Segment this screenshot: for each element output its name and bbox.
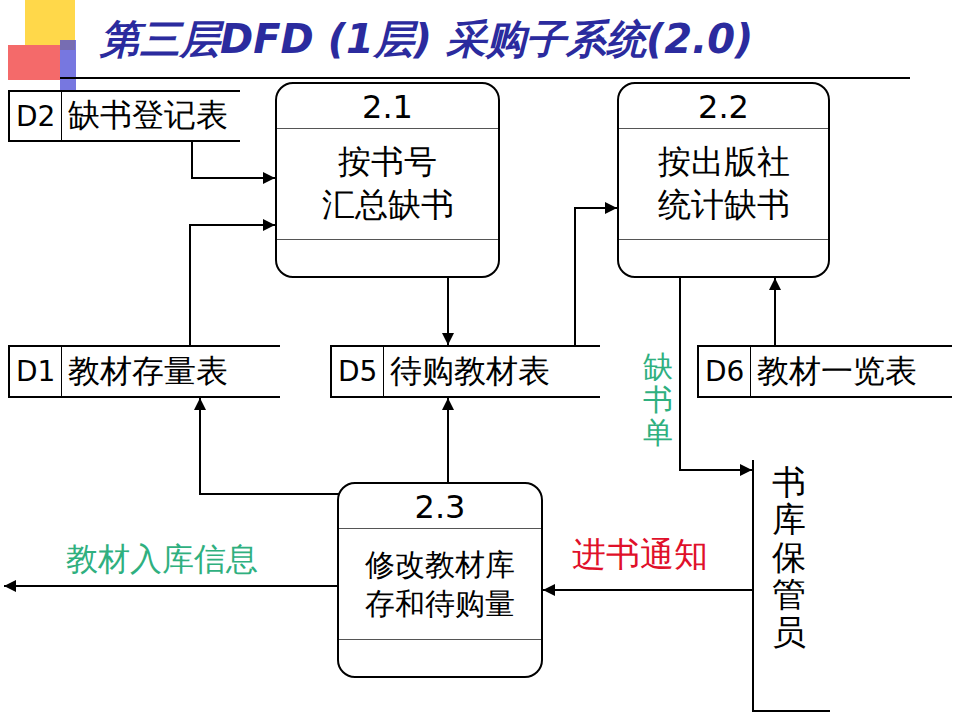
data-flow	[543, 589, 752, 591]
data-flow	[190, 225, 275, 345]
process-name: 按出版社 统计缺书	[627, 141, 820, 227]
process-number: 2.3	[339, 484, 541, 529]
process-footer	[277, 239, 498, 276]
title-rule	[60, 77, 910, 79]
store-id: D5	[332, 347, 384, 396]
diagram-title: 第三层DFD (1层) 采购子系统(2.0)	[100, 12, 753, 67]
output-arrow	[4, 585, 337, 587]
data-store: D2缺书登记表	[8, 90, 240, 142]
process-number: 2.1	[277, 84, 498, 129]
process-number: 2.2	[619, 84, 828, 129]
store-name: 缺书登记表	[62, 92, 234, 140]
flow-label: 进书通知	[572, 532, 708, 578]
data-flow	[200, 398, 339, 494]
data-flow	[575, 208, 617, 345]
process-box: 2.3 修改教材库 存和待购量	[337, 482, 543, 678]
entity-name: 书库保管员	[772, 464, 806, 651]
data-flow	[774, 278, 776, 345]
store-name: 教材一览表	[751, 347, 923, 396]
flow-label: 教材入库信息	[66, 538, 258, 582]
process-body: 按书号 汇总缺书	[277, 129, 498, 239]
flow-label: 缺书单	[643, 350, 673, 449]
data-flow	[447, 398, 449, 482]
process-body: 按出版社 统计缺书	[619, 129, 828, 239]
data-store: D6教材一览表	[697, 345, 952, 398]
external-entity: 书库保管员	[752, 460, 830, 712]
store-name: 教材存量表	[62, 347, 234, 396]
process-name: 按书号 汇总缺书	[285, 141, 490, 227]
process-footer	[339, 639, 541, 676]
process-body: 修改教材库 存和待购量	[339, 529, 541, 639]
data-flow	[192, 142, 275, 178]
process-box: 2.1 按书号 汇总缺书	[275, 82, 500, 278]
data-flow	[447, 278, 449, 345]
process-name: 修改教材库 存和待购量	[347, 545, 533, 623]
store-id: D1	[10, 347, 62, 396]
data-store: D5待购教材表	[330, 345, 600, 398]
store-id: D6	[699, 347, 751, 396]
deco-square	[8, 45, 60, 80]
data-flow	[680, 278, 752, 470]
store-id: D2	[10, 92, 62, 140]
process-box: 2.2 按出版社 统计缺书	[617, 82, 830, 278]
process-footer	[619, 239, 828, 276]
data-store: D1教材存量表	[8, 345, 280, 398]
store-name: 待购教材表	[384, 347, 556, 396]
